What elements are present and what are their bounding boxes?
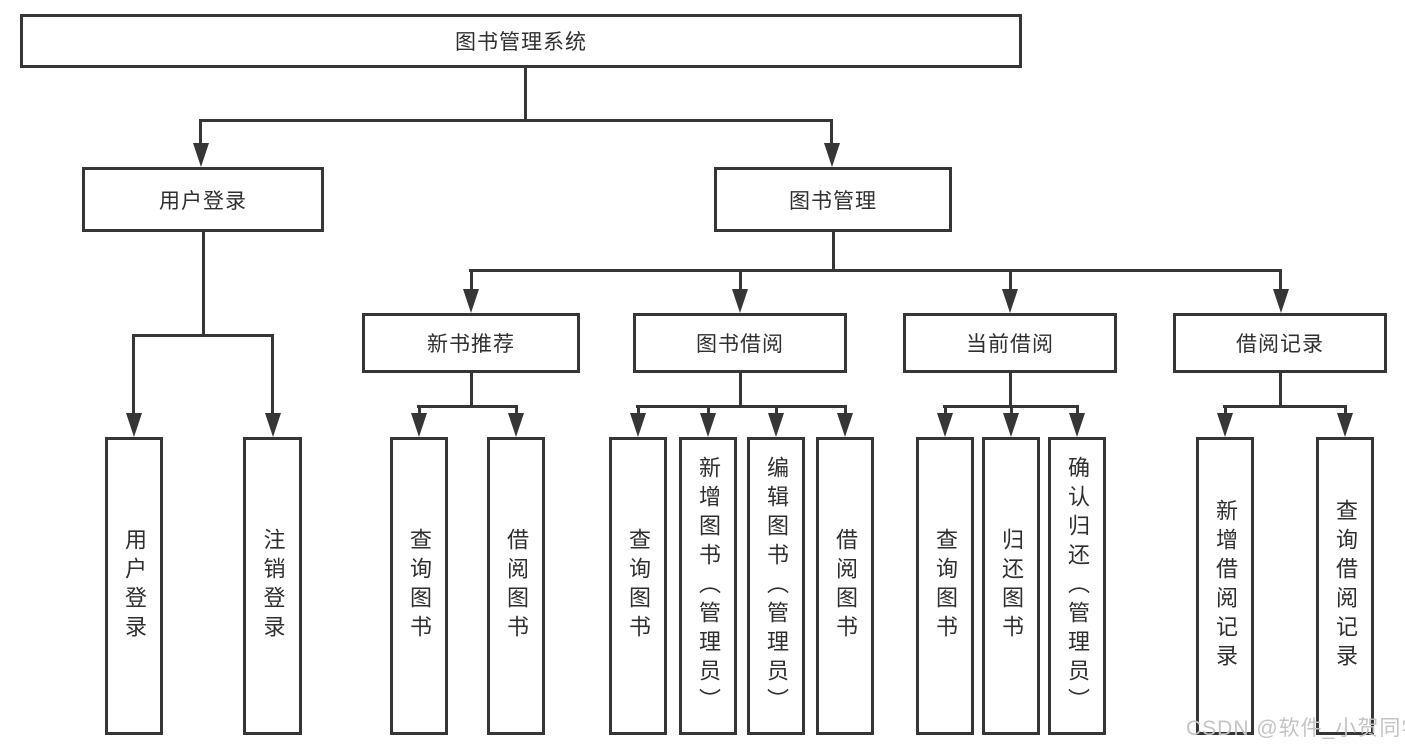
connector-book-mgmt-stem bbox=[831, 232, 835, 272]
connector-book-borrow-distributor bbox=[636, 405, 847, 408]
arrow-down-icon bbox=[508, 413, 524, 437]
connector-borrow-records-distributor bbox=[1223, 405, 1346, 408]
connector-book-borrow-stem bbox=[738, 371, 742, 408]
connector-root-distributor bbox=[199, 119, 833, 122]
arrow-down-icon bbox=[1217, 413, 1233, 437]
arrow-down-icon bbox=[700, 413, 716, 437]
leaf-edit-books-admin-label: 编辑图书（管理员） bbox=[764, 455, 789, 717]
csdn-watermark: CSDN @软件_小贺同学 bbox=[1186, 717, 1405, 740]
node-new-book-rec: 新书推荐 bbox=[362, 313, 580, 373]
connector-drop-new-book bbox=[469, 269, 473, 292]
node-user-login-label: 用户登录 bbox=[159, 189, 247, 213]
connector-drop bbox=[1075, 405, 1079, 415]
leaf-return-books-label: 归还图书 bbox=[999, 528, 1024, 644]
connector-drop bbox=[1343, 405, 1347, 415]
connector-new-book-distributor bbox=[417, 405, 518, 408]
connector-drop-book-borrow bbox=[738, 269, 742, 292]
leaf-add-borrow-record-label: 新增借阅记录 bbox=[1213, 499, 1238, 673]
node-user-login: 用户登录 bbox=[82, 167, 324, 232]
connector-drop bbox=[636, 405, 640, 415]
leaf-query-books-1-label: 查询图书 bbox=[407, 528, 432, 644]
node-new-book-rec-label: 新书推荐 bbox=[427, 333, 515, 356]
connector-drop-user-login bbox=[199, 119, 202, 147]
node-current-borrow: 当前借阅 bbox=[903, 313, 1117, 373]
leaf-add-books-admin-label: 新增图书（管理员） bbox=[696, 455, 721, 717]
connector-drop-leaf-login bbox=[132, 334, 135, 415]
connector-drop bbox=[774, 405, 778, 415]
leaf-query-books-3: 查询图书 bbox=[916, 437, 974, 735]
leaf-user-login-label: 用户登录 bbox=[122, 528, 147, 644]
leaf-add-borrow-record: 新增借阅记录 bbox=[1196, 437, 1254, 735]
node-borrow-records-label: 借阅记录 bbox=[1236, 333, 1324, 356]
arrow-down-icon bbox=[1002, 289, 1018, 313]
leaf-add-books-admin: 新增图书（管理员） bbox=[679, 437, 737, 735]
arrow-down-icon bbox=[837, 413, 853, 437]
connector-current-borrow-stem bbox=[1008, 371, 1012, 408]
arrow-down-icon bbox=[463, 289, 479, 313]
node-book-mgmt: 图书管理 bbox=[714, 167, 952, 232]
connector-drop-current-borrow bbox=[1008, 269, 1012, 292]
connector-drop bbox=[514, 405, 518, 415]
leaf-query-books-2: 查询图书 bbox=[609, 437, 667, 735]
arrow-down-icon bbox=[1069, 413, 1085, 437]
arrow-down-icon bbox=[768, 413, 784, 437]
leaf-borrow-books-1-label: 借阅图书 bbox=[504, 528, 529, 644]
connector-drop-leaf-logout bbox=[271, 334, 274, 415]
arrow-down-icon bbox=[192, 143, 209, 167]
node-book-borrow: 图书借阅 bbox=[633, 313, 847, 373]
leaf-logout: 注销登录 bbox=[243, 437, 302, 735]
leaf-borrow-books-2: 借阅图书 bbox=[816, 437, 874, 735]
leaf-query-borrow-record-label: 查询借阅记录 bbox=[1333, 499, 1358, 673]
leaf-query-borrow-record: 查询借阅记录 bbox=[1316, 437, 1374, 735]
leaf-borrow-books-2-label: 借阅图书 bbox=[833, 528, 858, 644]
arrow-down-icon bbox=[1003, 413, 1019, 437]
connector-drop bbox=[1223, 405, 1227, 415]
leaf-confirm-return-admin: 确认归还（管理员） bbox=[1048, 437, 1106, 735]
connector-drop bbox=[1009, 405, 1013, 415]
node-book-borrow-label: 图书借阅 bbox=[696, 333, 784, 356]
connector-drop bbox=[843, 405, 847, 415]
connector-drop-book-mgmt bbox=[830, 119, 833, 147]
connector-borrow-records-stem bbox=[1278, 371, 1282, 408]
arrow-down-icon bbox=[411, 413, 427, 437]
leaf-query-books-3-label: 查询图书 bbox=[933, 528, 958, 644]
node-borrow-records: 借阅记录 bbox=[1173, 313, 1387, 373]
connector-root-stem bbox=[523, 68, 527, 121]
node-root-label: 图书管理系统 bbox=[455, 31, 587, 54]
arrow-down-icon bbox=[823, 143, 840, 167]
connector-drop bbox=[417, 405, 421, 415]
leaf-confirm-return-admin-label: 确认归还（管理员） bbox=[1065, 455, 1090, 717]
arrow-down-icon bbox=[732, 289, 748, 313]
connector-book-mgmt-distributor bbox=[469, 269, 1282, 272]
node-current-borrow-label: 当前借阅 bbox=[966, 333, 1054, 356]
arrow-down-icon bbox=[630, 413, 646, 437]
arrow-down-icon bbox=[937, 413, 953, 437]
connector-user-login-stem bbox=[201, 232, 205, 337]
leaf-logout-label: 注销登录 bbox=[260, 528, 286, 644]
node-root: 图书管理系统 bbox=[20, 14, 1022, 68]
leaf-user-login: 用户登录 bbox=[105, 437, 163, 735]
connector-user-login-distributor bbox=[132, 334, 274, 337]
connector-drop bbox=[943, 405, 947, 415]
arrow-down-icon bbox=[1272, 289, 1289, 313]
node-book-mgmt-label: 图书管理 bbox=[789, 189, 877, 213]
leaf-borrow-books-1: 借阅图书 bbox=[487, 437, 545, 735]
arrow-down-icon bbox=[1337, 413, 1353, 437]
leaf-query-books-1: 查询图书 bbox=[390, 437, 448, 735]
connector-drop-borrow-records bbox=[1279, 269, 1282, 292]
leaf-edit-books-admin: 编辑图书（管理员） bbox=[747, 437, 805, 735]
arrow-down-icon bbox=[125, 413, 142, 437]
arrow-down-icon bbox=[264, 413, 281, 437]
leaf-query-books-2-label: 查询图书 bbox=[626, 528, 651, 644]
connector-new-book-stem bbox=[469, 371, 473, 408]
connector-drop bbox=[706, 405, 710, 415]
leaf-return-books: 归还图书 bbox=[982, 437, 1040, 735]
